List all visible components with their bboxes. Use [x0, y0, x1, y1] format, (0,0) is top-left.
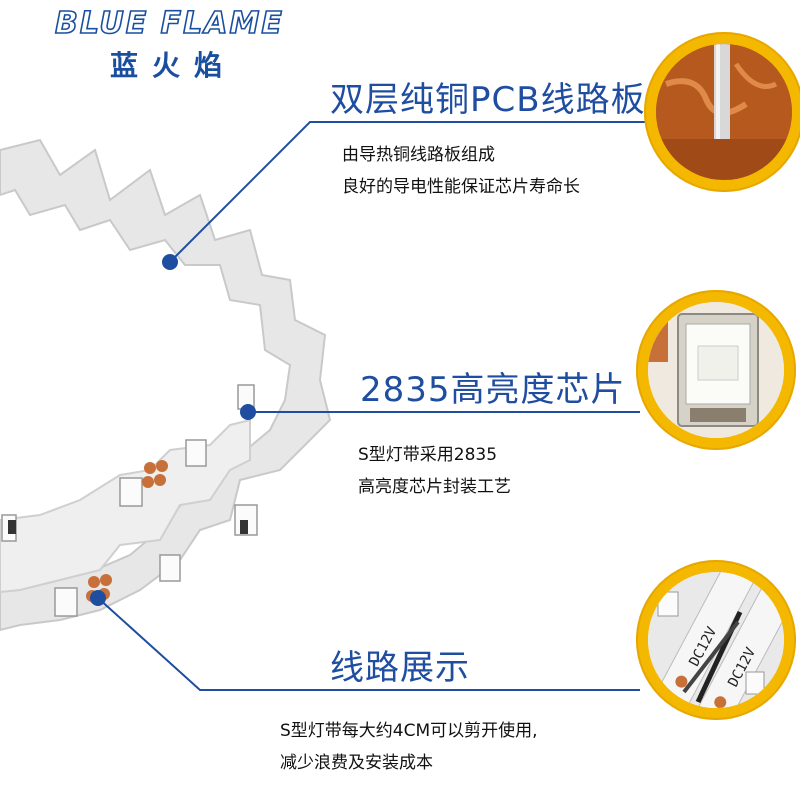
- feature-heading-circuit: 线路展示: [330, 648, 470, 688]
- circuit-closeup-image: DC12V DC12V: [636, 560, 796, 720]
- feature-desc-circuit-line2: 减少浪费及安装成本: [280, 753, 433, 773]
- strip-resistor: [240, 520, 248, 534]
- pcb-copper-graphic: [656, 44, 792, 180]
- pcb-closeup-image: [644, 32, 800, 192]
- strip-upper-band: [0, 138, 332, 632]
- feature-desc-pcb-line2: 良好的导电性能保证芯片寿命长: [342, 177, 580, 197]
- connector-dot-circuit: [90, 590, 106, 606]
- feature-heading-chip: 2835高亮度芯片: [360, 370, 626, 410]
- connector-line-circuit: [97, 597, 640, 691]
- strip-led-chips: [1, 384, 258, 617]
- strip-resistor: [8, 520, 16, 534]
- brand-logo-english: BLUE FLAME: [54, 5, 284, 42]
- feature-desc-pcb-line1: 由导热铜线路板组成: [342, 145, 495, 165]
- circuit-cut-graphic: DC12V DC12V: [648, 572, 784, 708]
- connector-dot-chip: [240, 404, 256, 420]
- feature-heading-pcb: 双层纯铜PCB线路板: [330, 80, 646, 120]
- feature-desc-chip-line1: S型灯带采用2835: [358, 445, 498, 465]
- connector-line-pcb: [169, 121, 665, 263]
- feature-desc-circuit-line1: S型灯带每大约4CM可以剪开使用,: [280, 721, 538, 741]
- connector-dot-pcb: [162, 254, 178, 270]
- feature-desc-chip-line2: 高亮度芯片封装工艺: [358, 477, 511, 497]
- brand-logo-chinese: 蓝火焰: [110, 49, 237, 82]
- chip-closeup-image: [636, 290, 796, 450]
- led-chip-graphic: [648, 302, 784, 438]
